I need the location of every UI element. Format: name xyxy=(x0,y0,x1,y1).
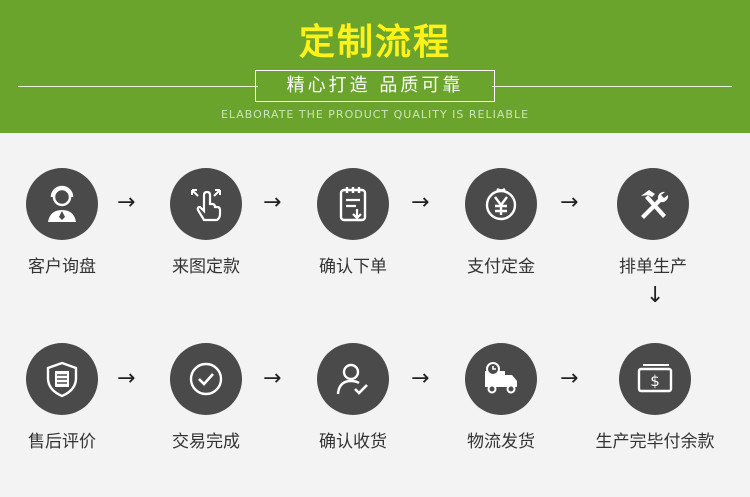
hammer-wrench-icon xyxy=(617,168,689,240)
yen-payment-icon xyxy=(465,168,537,240)
step-label: 物流发货 xyxy=(467,432,535,452)
step-label: 来图定款 xyxy=(172,257,240,277)
step-label: 支付定金 xyxy=(467,257,535,277)
checkmark-circle-icon xyxy=(170,343,242,415)
step-deal-complete: 交易完成 xyxy=(156,343,256,452)
step-label: 交易完成 xyxy=(172,432,240,452)
banner-english-tagline: ELABORATE THE PRODUCT QUALITY IS RELIABL… xyxy=(220,108,530,121)
header-banner: 定制流程 精心打造 品质可靠 ELABORATE THE PRODUCT QUA… xyxy=(0,0,750,133)
step-label: 排单生产 xyxy=(619,257,687,277)
step-confirm-receipt: 确认收货 xyxy=(303,343,403,452)
arrow-right-icon: → xyxy=(263,190,282,215)
svg-text:$: $ xyxy=(650,372,660,390)
arrow-down-icon: ↓ xyxy=(646,283,665,308)
arrow-right-icon: → xyxy=(411,366,430,391)
after-sale-shield-icon xyxy=(26,343,98,415)
step-drawing-confirm: 来图定款 xyxy=(156,168,256,277)
step-schedule-production: 排单生产 xyxy=(603,168,703,277)
step-pay-deposit: 支付定金 xyxy=(451,168,551,277)
page-title: 定制流程 xyxy=(298,22,451,63)
step-logistics-shipping: 物流发货 xyxy=(451,343,551,452)
step-customer-inquiry: 客户询盘 xyxy=(12,168,112,277)
step-confirm-order: 确认下单 xyxy=(303,168,403,277)
banner-subtitle: 精心打造 品质可靠 xyxy=(255,70,495,102)
divider-left xyxy=(18,86,258,87)
customer-service-icon xyxy=(26,168,98,240)
step-label: 客户询盘 xyxy=(28,257,96,277)
step-label: 售后评价 xyxy=(28,432,96,452)
divider-right xyxy=(492,86,732,87)
step-after-sale-review: 售后评价 xyxy=(12,343,112,452)
delivery-truck-icon xyxy=(465,343,537,415)
step-label: 生产完毕付余款 xyxy=(595,432,715,452)
step-label: 确认收货 xyxy=(319,432,387,452)
arrow-right-icon: → xyxy=(411,190,430,215)
user-check-icon xyxy=(317,343,389,415)
arrow-right-icon: → xyxy=(117,366,136,391)
dollar-bill-icon: $ xyxy=(619,343,691,415)
arrow-right-icon: → xyxy=(117,190,136,215)
step-label: 确认下单 xyxy=(319,257,387,277)
arrow-right-icon: → xyxy=(560,190,579,215)
touch-gesture-icon xyxy=(170,168,242,240)
arrow-right-icon: → xyxy=(560,366,579,391)
arrow-right-icon: → xyxy=(263,366,282,391)
step-final-payment: $ 生产完毕付余款 xyxy=(585,343,725,452)
order-form-icon xyxy=(317,168,389,240)
